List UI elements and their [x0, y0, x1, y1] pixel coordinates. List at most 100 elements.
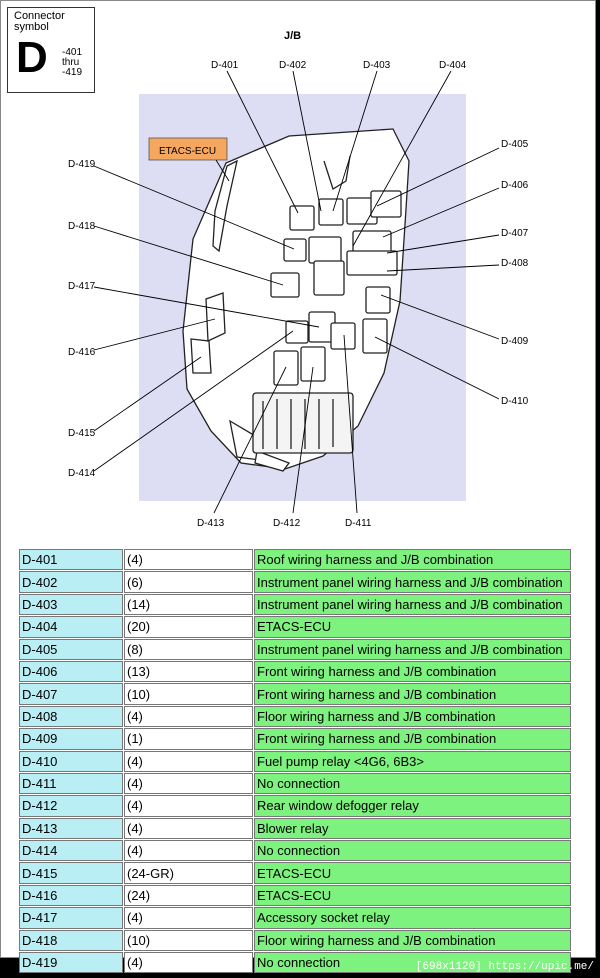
connector-id-cell: D-404 — [19, 616, 123, 638]
description-cell: Instrument panel wiring harness and J/B … — [254, 571, 571, 593]
callout-d-413: D-413 — [197, 518, 225, 529]
table-row: D-409(1)Front wiring harness and J/B com… — [19, 728, 571, 750]
description-cell: Floor wiring harness and J/B combination — [254, 929, 571, 952]
junction-block-drawing — [182, 128, 410, 472]
table-row: D-416(24)ETACS-ECU — [19, 884, 571, 907]
description-cell: No connection — [254, 840, 571, 862]
pin-count-cell: (10) — [124, 683, 253, 705]
callout-d-416: D-416 — [68, 347, 96, 358]
connector-id-cell: D-402 — [19, 571, 123, 593]
table-row: D-413(4)Blower relay — [19, 817, 571, 840]
junction-block-diagram: J/B — [68, 30, 529, 529]
connector-id-cell: D-411 — [19, 772, 123, 795]
pin-count-cell: (20) — [124, 616, 253, 638]
pin-count-cell: (1) — [124, 728, 253, 750]
callout-labels: D-401 D-402 D-403 D-404 D-405 D-406 D-40… — [68, 60, 529, 529]
etacs-ecu-leader — [215, 159, 230, 182]
callout-d-402: D-402 — [279, 60, 307, 71]
connector-id-cell: D-410 — [19, 750, 123, 772]
callout-d-407: D-407 — [501, 228, 529, 239]
pin-count-cell: (4) — [124, 795, 253, 817]
description-cell: Blower relay — [254, 817, 571, 840]
connector-id-cell: D-413 — [19, 817, 123, 840]
table-row: D-405(8)Instrument panel wiring harness … — [19, 638, 571, 660]
description-cell: ETACS-ECU — [254, 884, 571, 907]
pin-count-cell: (4) — [124, 907, 253, 929]
connector-table: D-401(4)Roof wiring harness and J/B comb… — [18, 548, 572, 974]
table-row: D-404(20)ETACS-ECU — [19, 616, 571, 638]
connector-id-cell: D-415 — [19, 862, 123, 884]
description-cell: ETACS-ECU — [254, 862, 571, 884]
diagram-title: J/B — [284, 30, 301, 42]
pin-count-cell: (4) — [124, 840, 253, 862]
table-row: D-411(4)No connection — [19, 772, 571, 795]
connector-symbol-letter: D — [16, 33, 48, 82]
description-cell: Front wiring harness and J/B combination — [254, 683, 571, 705]
connector-table-body: D-401(4)Roof wiring harness and J/B comb… — [19, 549, 571, 974]
callout-d-404: D-404 — [439, 60, 467, 71]
pin-count-cell: (24-GR) — [124, 862, 253, 884]
connector-id-cell: D-417 — [19, 907, 123, 929]
description-cell: No connection — [254, 772, 571, 795]
description-cell: ETACS-ECU — [254, 616, 571, 638]
description-cell: Floor wiring harness and J/B combination — [254, 705, 571, 728]
range-end: -419 — [62, 67, 83, 78]
pin-count-cell: (4) — [124, 705, 253, 728]
description-cell: Instrument panel wiring harness and J/B … — [254, 638, 571, 660]
pin-count-cell: (4) — [124, 750, 253, 772]
connector-id-cell: D-408 — [19, 705, 123, 728]
callout-d-401: D-401 — [211, 60, 239, 71]
callout-d-417: D-417 — [68, 281, 96, 292]
callout-d-408: D-408 — [501, 258, 529, 269]
callout-d-411: D-411 — [345, 518, 372, 529]
connector-symbol-title: Connector symbol — [14, 10, 65, 33]
connector-id-cell: D-405 — [19, 638, 123, 660]
callout-d-414: D-414 — [68, 468, 96, 479]
connector-id-cell: D-412 — [19, 795, 123, 817]
description-cell: Accessory socket relay — [254, 907, 571, 929]
description-cell: Instrument panel wiring harness and J/B … — [254, 593, 571, 616]
pin-count-cell: (4) — [124, 817, 253, 840]
pin-count-cell: (4) — [124, 952, 253, 974]
connector-id-cell: D-414 — [19, 840, 123, 862]
callout-d-415: D-415 — [68, 428, 96, 439]
table-row: D-417(4)Accessory socket relay — [19, 907, 571, 929]
pin-count-cell: (13) — [124, 660, 253, 683]
etacs-ecu-label: ETACS-ECU — [159, 146, 216, 157]
callout-d-418: D-418 — [68, 221, 96, 232]
pin-count-cell: (24) — [124, 884, 253, 907]
table-row: D-414(4)No connection — [19, 840, 571, 862]
callout-d-406: D-406 — [501, 180, 529, 191]
leader-lines — [93, 70, 500, 514]
connector-id-cell: D-401 — [19, 549, 123, 571]
connector-id-cell: D-403 — [19, 593, 123, 616]
table-row: D-408(4)Floor wiring harness and J/B com… — [19, 705, 571, 728]
pin-count-cell: (6) — [124, 571, 253, 593]
table-row: D-410(4)Fuel pump relay <4G6, 6B3> — [19, 750, 571, 772]
table-row: D-418(10)Floor wiring harness and J/B co… — [19, 929, 571, 952]
connector-id-cell: D-416 — [19, 884, 123, 907]
connector-id-cell: D-409 — [19, 728, 123, 750]
connector-symbol-box: Connector symbol D -401 thru -419 — [7, 7, 95, 93]
table-row: D-406(13)Front wiring harness and J/B co… — [19, 660, 571, 683]
table-row: D-415(24-GR)ETACS-ECU — [19, 862, 571, 884]
callout-d-403: D-403 — [363, 60, 391, 71]
description-cell: Fuel pump relay <4G6, 6B3> — [254, 750, 571, 772]
callout-d-412: D-412 — [273, 518, 301, 529]
callout-d-410: D-410 — [501, 396, 529, 407]
table-row: D-403(14)Instrument panel wiring harness… — [19, 593, 571, 616]
image-host-footer: [698x1120] https://upic.me/ — [415, 961, 594, 973]
pin-count-cell: (4) — [124, 772, 253, 795]
description-cell: Rear window defogger relay — [254, 795, 571, 817]
description-cell: Roof wiring harness and J/B combination — [254, 549, 571, 571]
table-row: D-412(4)Rear window defogger relay — [19, 795, 571, 817]
description-cell: No connection — [254, 952, 571, 974]
connector-id-cell: D-418 — [19, 929, 123, 952]
pin-count-cell: (4) — [124, 549, 253, 571]
connector-id-cell: D-407 — [19, 683, 123, 705]
table-row: D-407(10)Front wiring harness and J/B co… — [19, 683, 571, 705]
callout-d-405: D-405 — [501, 139, 529, 150]
pin-count-cell: (10) — [124, 929, 253, 952]
range-start: -401 — [62, 47, 83, 58]
